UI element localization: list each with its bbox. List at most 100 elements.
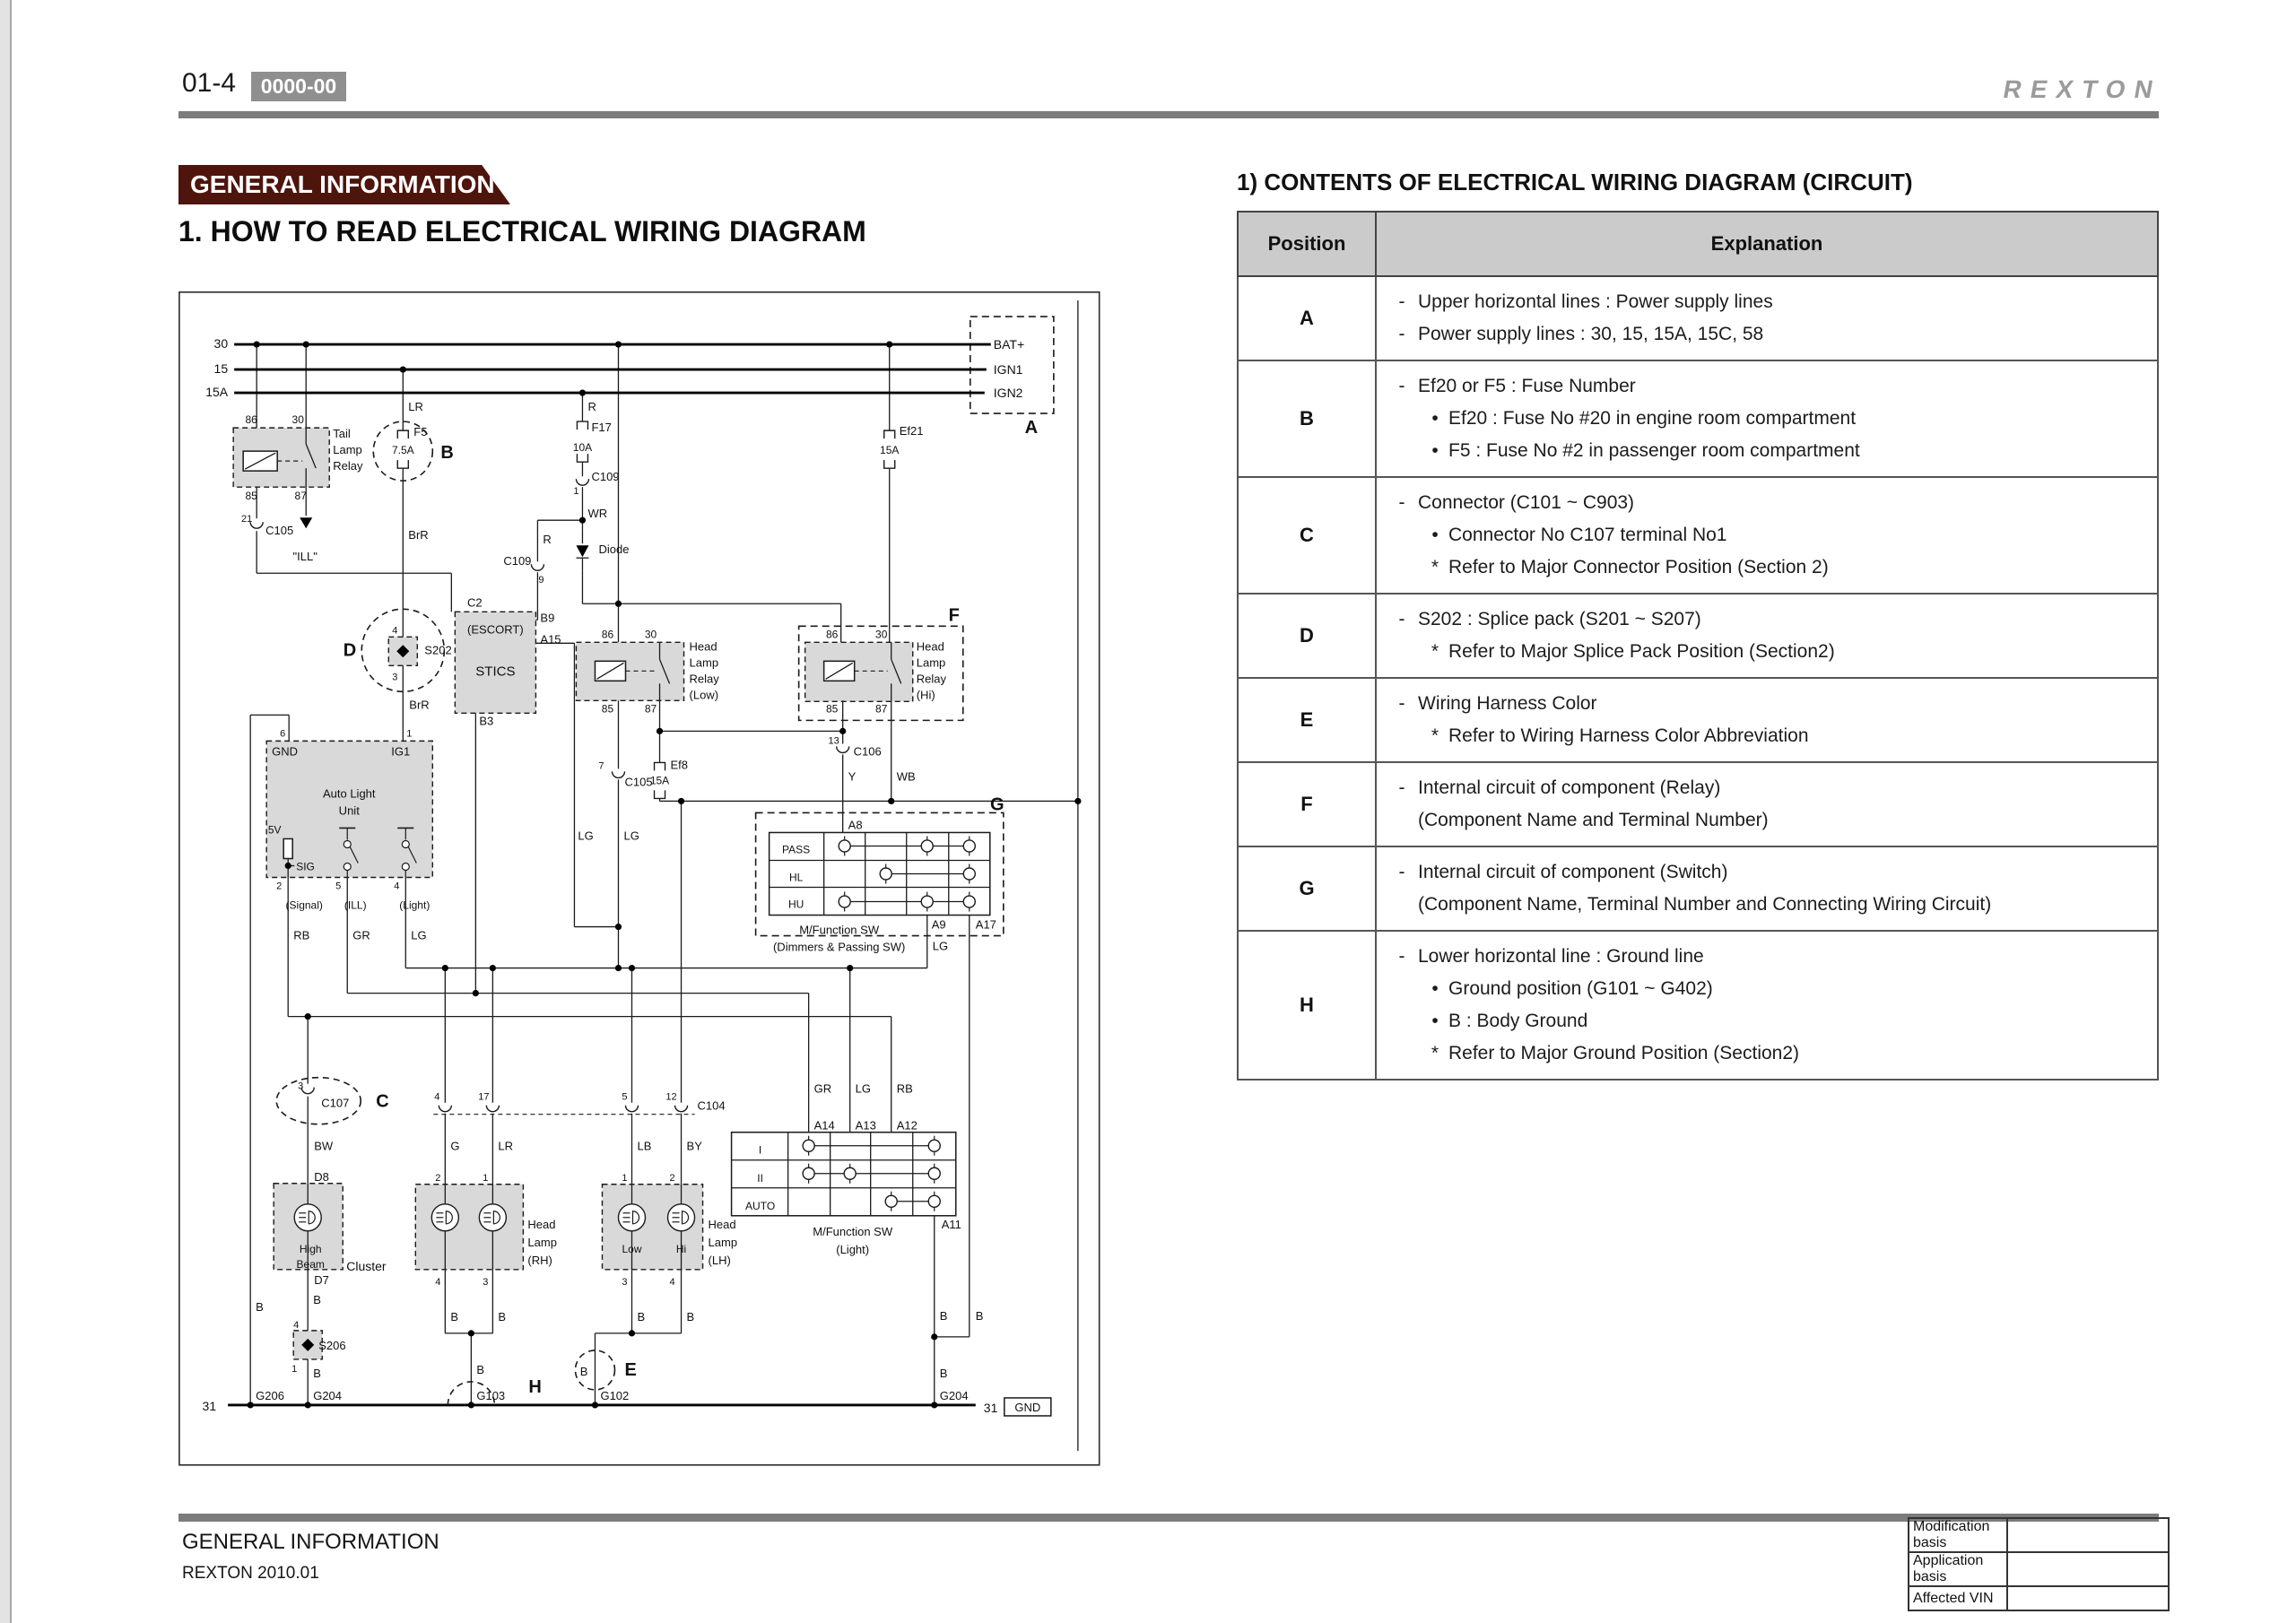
connector-icon [835, 746, 850, 754]
diagram-label: Lamp [709, 1236, 738, 1249]
diagram-label: GR [352, 929, 370, 942]
diagram-label: A9 [932, 918, 946, 932]
diagram-label: 86 [245, 413, 257, 426]
diagram-label: F [949, 605, 960, 625]
diagram-label: "ILL" [293, 550, 318, 563]
diagram-label: G102 [600, 1389, 629, 1402]
connector-icon [300, 1087, 315, 1095]
diagram-label: Lamp [333, 443, 362, 456]
diagram-label: LB [637, 1140, 651, 1153]
explanation-line: •F5 : Fuse No #2 in passenger room compa… [1431, 440, 1860, 461]
connector-icon [611, 771, 626, 779]
explanation-row-G: G -Internal circuit of component (Switch)… [1237, 846, 2159, 932]
lamp-icon [430, 1203, 460, 1232]
diagram-label: LG [411, 929, 426, 942]
explanation-row-B: B-Ef20 or F5 : Fuse Number•Ef20 : Fuse N… [1237, 360, 2159, 478]
diagram-label: Lamp [527, 1236, 557, 1249]
explanation-line: -Internal circuit of component (Switch) [1398, 862, 1728, 882]
diagram-label: 30 [292, 413, 305, 426]
explanation-line: -Upper horizontal lines : Power supply l… [1398, 291, 1773, 312]
diagram-label: A15 [540, 632, 561, 646]
diagram-label: STICS [475, 664, 515, 679]
connector-icon [530, 564, 545, 571]
diagram-label: 4 [669, 1277, 674, 1288]
connector-icon [674, 1105, 689, 1113]
terminal-circle [920, 895, 934, 908]
switch-icon [343, 862, 352, 872]
diagram-label: 6 [280, 728, 285, 739]
diagram-label: 85 [245, 490, 257, 502]
arrow-icon [300, 517, 313, 529]
diagram-label: AUTO [745, 1200, 775, 1212]
diagram-label: 9 [538, 575, 544, 586]
explanation-row-A: A-Upper horizontal lines : Power supply … [1237, 275, 2159, 361]
switch-icon [401, 839, 410, 849]
diagram-label: (Dimmers & Passing SW) [773, 941, 905, 954]
junction-dot [1074, 797, 1082, 805]
diagram-label: 12 [665, 1092, 676, 1103]
diagram-label: (Signal) [286, 899, 323, 912]
wire [825, 662, 854, 680]
diagram-label: Relay [917, 672, 947, 685]
fuse-icon [653, 761, 666, 800]
diagram-label: C [376, 1092, 388, 1112]
diode-triangle [576, 545, 589, 558]
revision-label: Application basis [1908, 1551, 2008, 1587]
diagram-label: E [624, 1360, 636, 1380]
marker-circle [372, 421, 434, 482]
terminal-circle [927, 1194, 941, 1208]
diagram-label: 30 [875, 628, 888, 640]
diagram-label: PASS [782, 843, 810, 855]
diagram-label: HL [789, 872, 804, 884]
diagram-label: 10A [573, 441, 592, 454]
diagram-label: Head [709, 1218, 736, 1231]
section-banner-label: GENERAL INFORMATION [190, 170, 495, 198]
diagram-label: B9 [540, 611, 554, 624]
diagram-label: RB [293, 929, 309, 942]
diagram-label: D8 [314, 1170, 329, 1184]
diagram-label: GR [814, 1082, 832, 1096]
junction-dot [467, 1402, 474, 1409]
diagram-label: GND [1014, 1401, 1040, 1414]
diagram-label: 5 [622, 1092, 627, 1103]
revision-row: Application basis [1908, 1551, 2170, 1587]
wire [658, 659, 671, 684]
diagram-label: G103 [476, 1389, 505, 1402]
lamp-icon [666, 1203, 696, 1232]
diagram-label: Beam [297, 1258, 325, 1271]
diagram-label: C105 [265, 524, 293, 537]
diagram-label: WR [587, 507, 607, 520]
diagram-label: B3 [479, 714, 493, 727]
marker-box [797, 625, 964, 722]
diagram-label: 1 [573, 486, 578, 497]
col-header-explanation: Explanation [1375, 211, 2159, 277]
junction-dot [441, 964, 448, 972]
diagram-label: II [757, 1172, 763, 1185]
diagram-label: 87 [295, 490, 308, 502]
diagram-label: High [300, 1243, 322, 1255]
fuse-icon [396, 430, 410, 469]
diagram-label: (RH) [527, 1254, 552, 1267]
explanation-line: -S202 : Splice pack (S201 ~ S207) [1398, 609, 1701, 629]
footer-rule [178, 1514, 2159, 1522]
diagram-label: B [256, 1300, 264, 1314]
explanation-line: -Ef20 or F5 : Fuse Number [1398, 376, 1636, 396]
component-box [454, 611, 537, 715]
diagram-label: 4 [435, 1277, 440, 1288]
diagram-label: 7.5A [392, 444, 414, 456]
rexton-logo: REXTON [2001, 75, 2164, 103]
diagram-label: G204 [940, 1389, 969, 1402]
component-box [265, 740, 434, 879]
revision-value [2006, 1517, 2170, 1553]
explanation-line: -Internal circuit of component (Relay) [1398, 777, 1721, 798]
junction-dot [304, 1013, 311, 1020]
position-cell: F [1237, 761, 1377, 847]
diagram-label: 1 [291, 1364, 297, 1375]
splice-diamond [301, 1338, 315, 1351]
position-cell: G [1237, 846, 1377, 932]
junction-dot [472, 989, 479, 997]
junction-dot [578, 516, 587, 524]
connector-icon [575, 479, 590, 486]
